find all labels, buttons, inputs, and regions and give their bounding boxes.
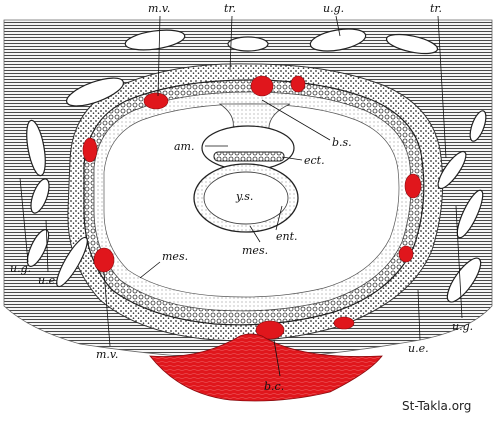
label-bc: b.c. bbox=[264, 380, 284, 393]
ectoderm-plate bbox=[213, 151, 285, 162]
blood-clot bbox=[149, 333, 383, 402]
label-ug-left: u.g. bbox=[10, 262, 31, 275]
label-ent: ent. bbox=[276, 230, 298, 243]
label-ue-right: u.e. bbox=[408, 342, 429, 355]
leader-lines bbox=[19, 15, 463, 377]
label-ect: ect. bbox=[304, 154, 325, 167]
label-mv-top: m.v. bbox=[148, 2, 170, 15]
watermark: St-Takla.org bbox=[402, 399, 471, 413]
label-ys: y.s. bbox=[235, 190, 253, 203]
label-mes-center: mes. bbox=[242, 244, 268, 257]
maternal-vessels bbox=[82, 75, 422, 340]
label-tr-top: tr. bbox=[224, 2, 236, 15]
label-mv-bottom: m.v. bbox=[96, 348, 118, 361]
yolk-sac-cavity bbox=[203, 171, 289, 225]
label-ug-top: u.g. bbox=[323, 2, 344, 15]
label-ug-right: u.g. bbox=[452, 320, 473, 333]
label-tr-right: tr. bbox=[430, 2, 442, 15]
label-am: am. bbox=[174, 140, 195, 153]
uterine-glands bbox=[26, 28, 487, 303]
label-ue-left: u.e. bbox=[38, 274, 59, 287]
label-mes-left: mes. bbox=[162, 250, 188, 263]
label-bs: b.s. bbox=[332, 136, 352, 149]
